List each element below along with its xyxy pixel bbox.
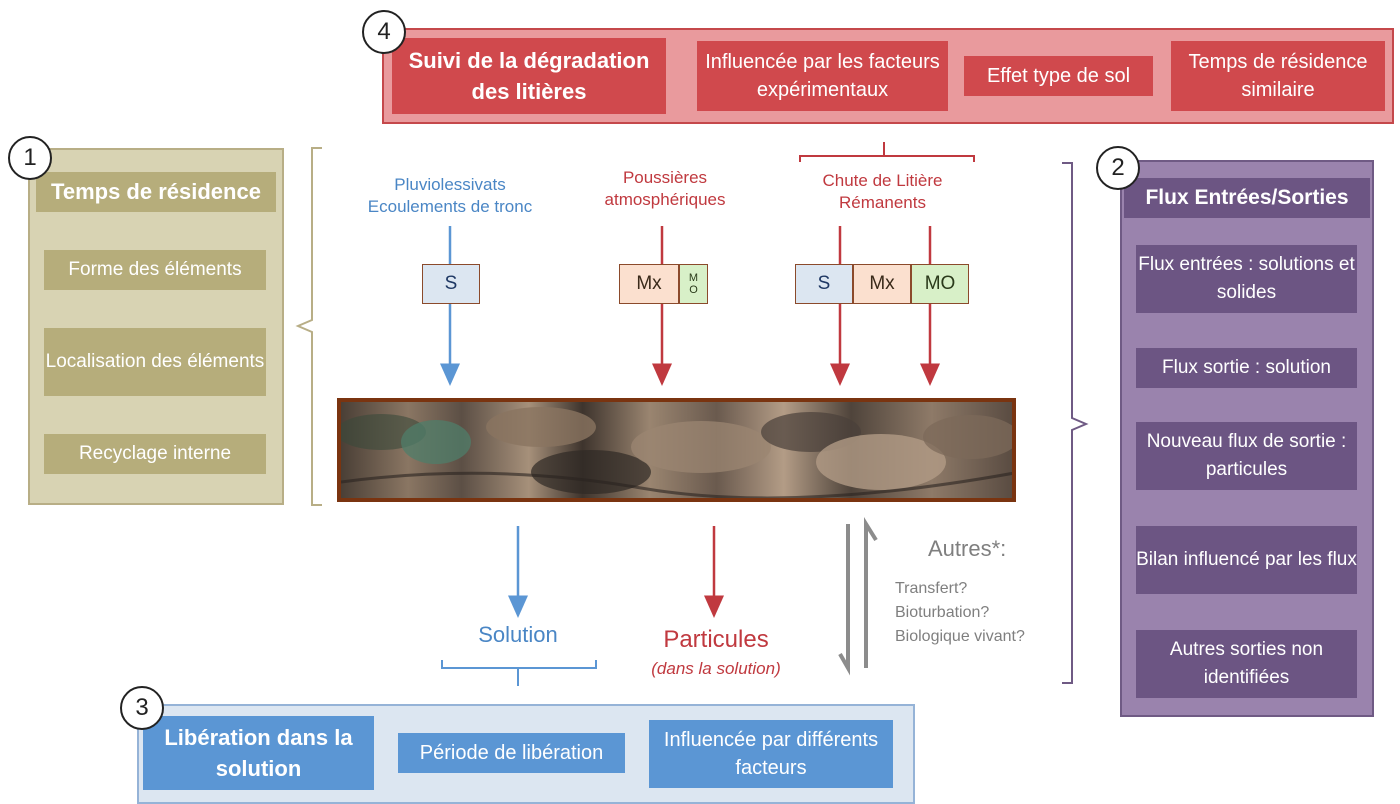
panel1-number: 1 xyxy=(8,136,52,180)
panel4-item-residence-time: Temps de résidence similaire xyxy=(1171,41,1385,111)
box-mo-dust: M O xyxy=(679,264,708,304)
panel4-item-soil-type: Effet type de sol xyxy=(964,56,1153,96)
label-particles-note: (dans la solution) xyxy=(651,659,781,678)
other-item-bioturbation: Bioturbation? xyxy=(895,604,990,621)
other-item-living-biology: Biologique vivant? xyxy=(895,628,1025,645)
litter-photo xyxy=(337,398,1016,502)
panel2-title: Flux Entrées/Sorties xyxy=(1124,178,1370,218)
label-litter-fall: Chute de Litière Rémanents xyxy=(822,171,943,212)
panel2-item-other-outputs: Autres sorties non identifiées xyxy=(1136,630,1357,698)
panel2-item-flux-out-solution: Flux sortie : solution xyxy=(1136,348,1357,388)
panel1-title: Temps de résidence xyxy=(36,172,276,212)
panel3-number: 3 xyxy=(120,686,164,730)
panel1-item-location: Localisation des éléments xyxy=(44,328,266,396)
panel2-item-flux-in: Flux entrées : solutions et solides xyxy=(1136,245,1357,313)
panel4-title: Suivi de la dégradation des litières xyxy=(392,38,666,114)
other-item-transfer: Transfert? xyxy=(895,580,968,597)
panel4-number: 4 xyxy=(362,10,406,54)
box-mx-dust: Mx xyxy=(619,264,679,304)
label-solution: Solution xyxy=(478,622,558,647)
panel2-number: 2 xyxy=(1096,146,1140,190)
box-s-pluvio: S xyxy=(422,264,480,304)
panel3-item-factors: Influencée par différents facteurs xyxy=(649,720,893,788)
bracket-solution xyxy=(441,660,597,686)
panel2-item-balance: Bilan influencé par les flux xyxy=(1136,526,1357,594)
label-particles: Particules xyxy=(663,626,769,653)
panel3-title: Libération dans la solution xyxy=(143,716,374,790)
bracket-panel2 xyxy=(1062,162,1089,684)
label-dust: Poussières atmosphériques xyxy=(604,168,726,209)
arrow-other-up xyxy=(864,517,878,668)
bracket-panel1 xyxy=(295,147,322,506)
arrow-other-down xyxy=(838,524,850,676)
panel2-item-new-flux-particles: Nouveau flux de sortie : particules xyxy=(1136,422,1357,490)
panel4-item-experimental-factors: Influencée par les facteurs expérimentau… xyxy=(697,41,948,111)
panel3-item-period: Période de libération xyxy=(398,733,625,773)
label-other: Autres*: xyxy=(928,536,1007,561)
panel1-item-recycling: Recyclage interne xyxy=(44,434,266,474)
bracket-litter-fall xyxy=(799,142,975,162)
box-mo-litter: MO xyxy=(911,264,969,304)
list-other: Transfert? Bioturbation? Biologique viva… xyxy=(895,577,1025,649)
label-pluvio: Pluviolessivats Ecoulements de tronc xyxy=(367,175,533,216)
panel1-item-form: Forme des éléments xyxy=(44,250,266,290)
box-s-litter: S xyxy=(795,264,853,304)
box-mx-litter: Mx xyxy=(853,264,911,304)
